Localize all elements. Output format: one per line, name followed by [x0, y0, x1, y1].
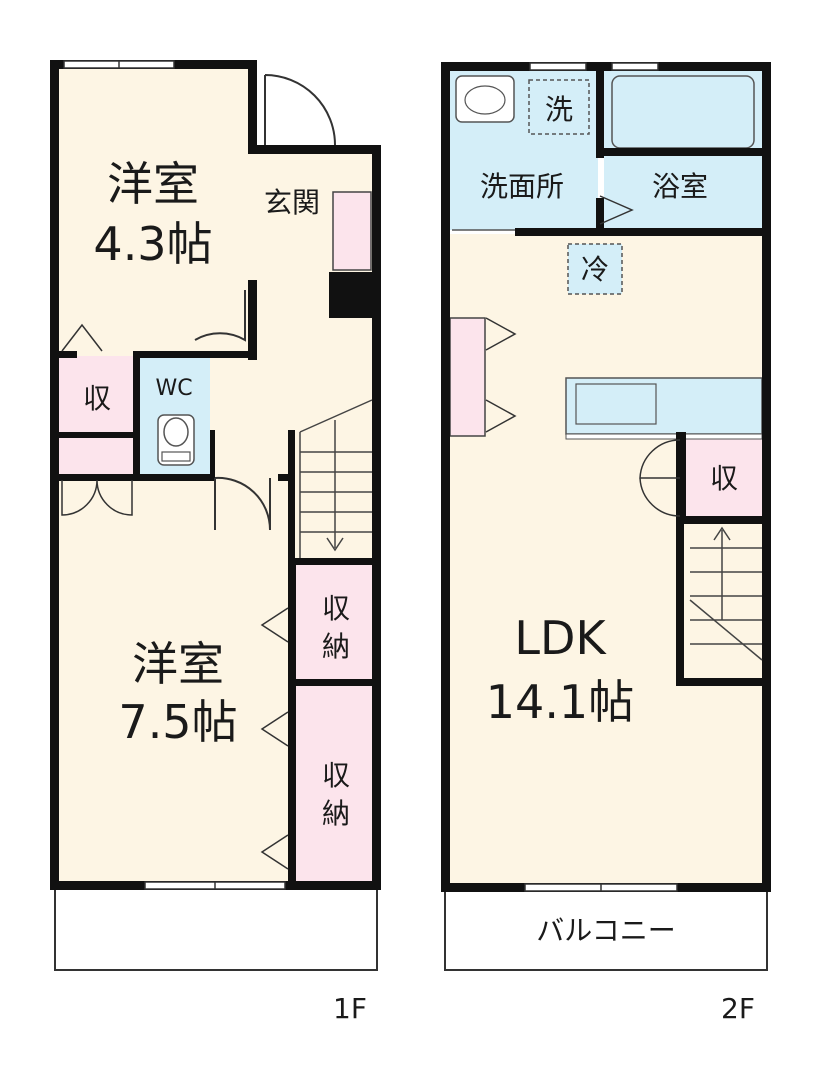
storage-small-label-1f: 収 [83, 382, 111, 415]
kitchen-sink [575, 383, 657, 425]
closet-upper [295, 565, 377, 680]
washer-spot [528, 79, 590, 135]
stair-area-2f [686, 522, 762, 682]
fridge-spot [567, 243, 623, 295]
stairs-1f [299, 399, 373, 558]
closet-lower-line1: 収 [322, 759, 350, 792]
closet-upper-line2: 納 [322, 630, 350, 663]
floor-label-2f: 2F [721, 992, 755, 1025]
balcony-1f [54, 884, 378, 971]
washroom-label: 洗面所 [480, 170, 564, 203]
closet-lower [295, 686, 377, 885]
entrance-post [329, 272, 375, 318]
floor-2f: 洗 洗面所 浴室 冷 収 LDK 14.1帖 バルコニー 2F [441, 62, 771, 1025]
shoe-cabinet [332, 191, 372, 271]
closet-upper-line1: 収 [322, 592, 350, 625]
toilet-icon [157, 414, 195, 466]
storage-small-1f [55, 356, 135, 432]
western-room-small [55, 66, 251, 356]
floor-label-1f: 1F [333, 992, 367, 1025]
fridge-label: 冷 [581, 253, 609, 286]
wc-label: WC [155, 376, 192, 401]
closet-lower-line2: 納 [322, 797, 350, 830]
western-small-name: 洋室 [107, 157, 199, 211]
bathroom-label: 浴室 [652, 170, 708, 203]
stairs-2f [689, 526, 763, 661]
ldk-name: LDK [514, 611, 607, 665]
floor-1f: 洋室 4.3帖 玄関 収 WC 洋室 7.5帖 収 納 収 納 1F [50, 60, 381, 1025]
balcony-label: バルコニー [536, 914, 675, 947]
western-large-name: 洋室 [132, 637, 224, 691]
western-small-size: 4.3帖 [93, 217, 212, 271]
washer-label: 洗 [545, 93, 573, 126]
balcony-2f [444, 887, 768, 971]
ldk-storage-left [449, 317, 486, 437]
western-large-size: 7.5帖 [118, 695, 237, 749]
western-room-large [55, 476, 293, 885]
stair-area-1f [290, 430, 377, 558]
ldk-size: 14.1帖 [486, 675, 634, 729]
storage-small-2f [686, 438, 762, 516]
storage-strip-1f [55, 438, 135, 476]
storage-small-label-2f: 収 [710, 462, 738, 495]
entrance-label: 玄関 [264, 186, 320, 219]
bathtub [611, 75, 755, 149]
